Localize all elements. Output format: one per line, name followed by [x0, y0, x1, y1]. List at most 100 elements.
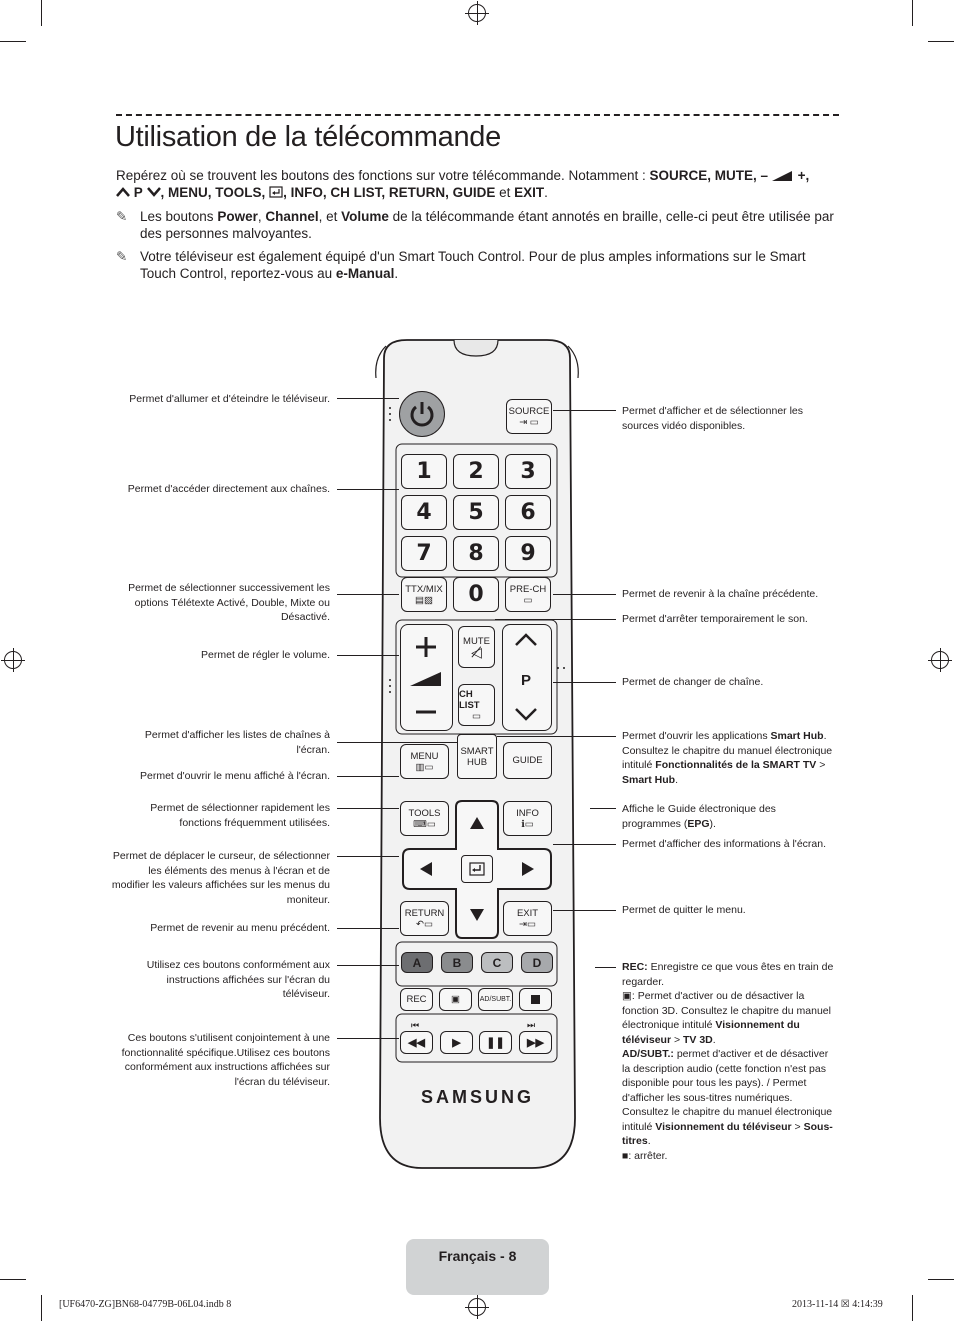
- tools-icon: ⌨▭: [413, 818, 436, 830]
- leader-line: [553, 844, 616, 845]
- play-button[interactable]: ▶: [440, 1031, 473, 1054]
- leader-line: [337, 965, 399, 966]
- volume-icon: [410, 637, 441, 714]
- prech-icon: ▭: [523, 594, 533, 606]
- guide-label: GUIDE: [512, 755, 543, 766]
- color-button-d[interactable]: D: [521, 952, 553, 973]
- crop-mark: [41, 0, 42, 26]
- chevron-up-icon: [116, 187, 130, 197]
- pencil-icon: ✎: [116, 249, 128, 264]
- ch-list-button[interactable]: CH LIST▭: [458, 684, 495, 726]
- label-return: Permet de revenir au menu précédent.: [150, 922, 330, 934]
- label-media-buttons: Ces boutons s'utilisent conjointement à …: [121, 1032, 330, 1088]
- registration-mark-icon: [465, 1295, 489, 1319]
- chlist-label: CH LIST: [459, 688, 480, 711]
- label-source: Permet d'afficher et de sélectionner les…: [622, 405, 803, 432]
- note-smart-touch: ✎ Votre téléviseur est également équipé …: [116, 249, 806, 281]
- stop-icon: ■: [622, 1149, 629, 1162]
- power-icon: [410, 402, 434, 427]
- note-braille: ✎ Les boutons Power, Channel, et Volume …: [116, 209, 834, 241]
- tools-button[interactable]: TOOLS⌨▭: [400, 801, 449, 836]
- label-smart-hub: Permet d'ouvrir les applications Smart H…: [622, 730, 833, 786]
- digit-3-button[interactable]: 3: [505, 454, 551, 489]
- channel-icon: P: [515, 633, 537, 721]
- 3d-button[interactable]: ▣: [439, 988, 472, 1011]
- color-button-c[interactable]: C: [481, 952, 513, 973]
- label-cursor: Permet de déplacer le curseur, de sélect…: [111, 850, 330, 906]
- mute-button[interactable]: MUTE◁̸: [458, 626, 495, 668]
- label-menu: Permet d'ouvrir le menu affiché à l'écra…: [140, 770, 330, 782]
- pencil-icon: ✎: [116, 209, 128, 224]
- info-icon: ℹ▭: [521, 818, 534, 830]
- digit-0-button[interactable]: 0: [453, 577, 499, 612]
- leader-line: [495, 619, 616, 620]
- label-info: Permet d'afficher des informations à l'é…: [622, 838, 826, 850]
- leader-line: [337, 398, 399, 399]
- digit-4-button[interactable]: 4: [401, 495, 447, 530]
- ttx-label: TTX/MIX: [405, 583, 443, 595]
- crop-mark: [928, 1279, 954, 1280]
- smart-label: SMART: [460, 745, 494, 757]
- menu-icon: ▥▭: [415, 761, 434, 773]
- label-guide: Affiche le Guide électronique des progra…: [622, 803, 776, 830]
- fast-forward-button[interactable]: ▶▶: [519, 1031, 552, 1054]
- registration-mark-icon: [465, 1, 489, 25]
- pause-icon: ❚❚: [486, 1037, 505, 1049]
- rec-button[interactable]: REC: [400, 988, 433, 1011]
- channel-rocker[interactable]: P: [502, 624, 552, 731]
- enter-button[interactable]: [461, 855, 493, 883]
- color-button-a[interactable]: A: [401, 952, 433, 973]
- leader-line: [553, 410, 616, 411]
- leader-line: [337, 594, 399, 595]
- ttx-mix-button[interactable]: TTX/MIX▤▨: [401, 577, 447, 612]
- digit-1-button[interactable]: 1: [401, 454, 447, 489]
- brand-logo: SAMSUNG: [420, 1087, 534, 1107]
- digit-5-button[interactable]: 5: [453, 495, 499, 530]
- leader-line: [553, 594, 616, 595]
- enter-icon: [269, 186, 283, 198]
- volume-rocker[interactable]: [400, 624, 453, 731]
- pause-button[interactable]: ❚❚: [479, 1031, 512, 1054]
- return-label: RETURN: [404, 907, 445, 919]
- leader-line: [337, 928, 399, 929]
- exit-button[interactable]: EXIT⇥▭: [503, 901, 552, 936]
- title-divider: [116, 114, 839, 116]
- digit-6-button[interactable]: 6: [505, 495, 551, 530]
- teletext-icon: ▤▨: [415, 594, 433, 606]
- label-exit: Permet de quitter le menu.: [622, 904, 746, 916]
- stop-button[interactable]: [519, 988, 552, 1011]
- label-pre-ch: Permet de revenir à la chaîne précédente…: [622, 588, 819, 600]
- rewind-button[interactable]: ◀◀: [400, 1031, 433, 1054]
- up-button[interactable]: [428, 801, 429, 802]
- digit-9-button[interactable]: 9: [505, 536, 551, 571]
- volume-wedge-icon: [771, 171, 792, 181]
- return-button[interactable]: RETURN↶▭: [400, 901, 449, 936]
- digit-8-button[interactable]: 8: [453, 536, 499, 571]
- digit-7-button[interactable]: 7: [401, 536, 447, 571]
- mute-icon: ◁̸: [471, 644, 482, 660]
- leader-line: [497, 736, 616, 737]
- guide-button[interactable]: GUIDE: [503, 742, 552, 779]
- menu-button[interactable]: MENU▥▭: [400, 744, 449, 779]
- power-button[interactable]: [399, 391, 445, 437]
- pre-ch-button[interactable]: PRE-CH▭: [505, 577, 551, 612]
- print-date: 2013-11-14 ☒ 4:14:39: [792, 1299, 883, 1310]
- ad-subt-button[interactable]: AD/SUBT.: [478, 988, 513, 1011]
- file-info: [UF6470-ZG]BN68-04779B-06L04.indb 8: [59, 1299, 232, 1310]
- crop-mark: [0, 41, 26, 42]
- leader-line: [553, 910, 616, 911]
- chevron-down-icon: [146, 187, 161, 197]
- 3d-icon: ▣: [451, 994, 460, 1005]
- leader-line: [595, 967, 616, 968]
- source-label: SOURCE: [508, 405, 550, 417]
- source-button[interactable]: SOURCE⇥ ▭: [506, 399, 552, 434]
- label-ttx: Permet de sélectionner successivement le…: [128, 582, 330, 623]
- crop-mark: [912, 1295, 913, 1321]
- color-button-b[interactable]: B: [441, 952, 473, 973]
- leader-line: [337, 742, 457, 743]
- digit-2-button[interactable]: 2: [453, 454, 499, 489]
- enter-icon: [469, 862, 485, 876]
- label-digits: Permet d'accéder directement aux chaînes…: [127, 483, 330, 495]
